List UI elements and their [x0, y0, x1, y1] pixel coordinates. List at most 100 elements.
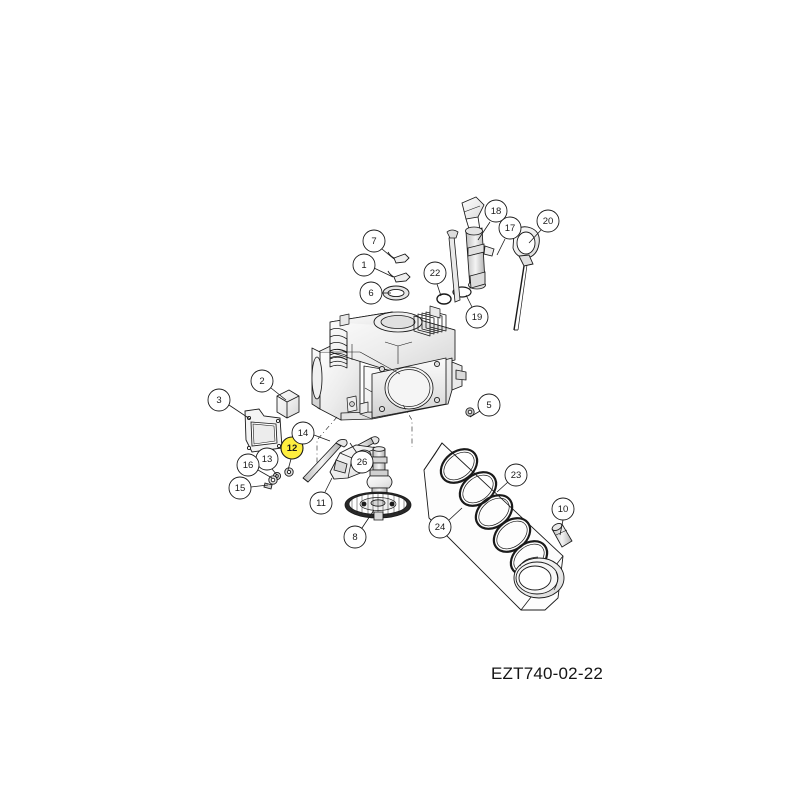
callout-leader-line [448, 507, 463, 521]
callout-number: 2 [259, 376, 264, 387]
callout-number: 15 [235, 483, 246, 494]
piston-rings-group [439, 448, 549, 576]
callout-20[interactable]: 20 [536, 209, 560, 233]
dipstick-tube-assembly [452, 196, 495, 298]
callout-leader-line [381, 248, 395, 260]
callout-leader-line [528, 229, 542, 244]
callout-leader-line [324, 477, 333, 493]
callout-bubble[interactable] [428, 515, 452, 539]
callout-15[interactable]: 15 [228, 476, 252, 500]
retainer-clip-upper [387, 251, 410, 264]
callout-bubble[interactable] [309, 491, 333, 515]
callout-number: 5 [486, 400, 491, 411]
wrist-pin [551, 522, 573, 548]
governor-rod [302, 439, 348, 483]
callout-leader-line [436, 283, 442, 297]
callout-17[interactable]: 17 [498, 216, 522, 240]
callout-bubble[interactable] [228, 476, 252, 500]
callout-26[interactable]: 26 [350, 450, 374, 474]
callout-bubble[interactable] [423, 261, 447, 285]
callout-bubble[interactable] [207, 388, 231, 412]
callout-bubble[interactable] [291, 421, 315, 445]
callout-11[interactable]: 11 [309, 491, 333, 515]
callout-bubble[interactable] [352, 253, 376, 277]
washer-16 [268, 475, 278, 485]
callout-leader-line [287, 458, 292, 471]
callout-leader-line [361, 509, 375, 529]
callout-10[interactable]: 10 [551, 497, 575, 521]
callout-number: 20 [543, 216, 554, 227]
callout-6[interactable]: 6 [359, 281, 383, 305]
callout-bubble[interactable] [362, 229, 386, 253]
callout-number: 26 [357, 457, 368, 468]
callout-number: 24 [435, 522, 446, 533]
callout-leader-line [313, 434, 331, 442]
callout-bubble[interactable] [484, 199, 508, 223]
callout-leader-line [477, 221, 491, 241]
callout-bubble[interactable] [236, 453, 260, 477]
callout-leader-line [465, 294, 473, 308]
oil-seal-ring [382, 285, 410, 301]
callout-leader-line [469, 410, 481, 418]
callout-leader-line [228, 404, 251, 420]
callout-leader-line [496, 238, 506, 256]
callout-number: 7 [371, 236, 376, 247]
callout-number: 18 [491, 206, 502, 217]
callout-number: 6 [368, 288, 373, 299]
callout-number: 22 [430, 268, 441, 279]
callout-leader-line [373, 267, 394, 278]
dipstick-long-rod [446, 229, 461, 303]
small-o-ring [436, 293, 452, 305]
callout-number: 8 [352, 532, 357, 543]
breather-block [276, 389, 300, 419]
callout-leader-line [559, 519, 564, 536]
callout-bubble[interactable] [498, 216, 522, 240]
callout-14[interactable]: 14 [291, 421, 315, 445]
callout-bubble[interactable] [536, 209, 560, 233]
flange-bolt [465, 407, 475, 417]
callout-bubble[interactable] [465, 305, 489, 329]
diagram-code-label: EZT740-02-22 [491, 664, 604, 683]
callout-number: 17 [505, 223, 516, 234]
callout-bubble[interactable] [359, 281, 383, 305]
callout-22[interactable]: 22 [423, 261, 447, 285]
callout-2[interactable]: 2 [250, 369, 274, 393]
callout-number: 14 [298, 428, 309, 439]
assembly-guide-line [316, 404, 413, 473]
engine-short-block [311, 305, 467, 421]
callout-leader-line [349, 442, 358, 454]
callout-leader-line [270, 387, 287, 401]
small-fasteners-group [263, 467, 294, 490]
callout-leader-line [271, 468, 278, 476]
callout-number: 11 [316, 498, 326, 509]
callout-3[interactable]: 3 [207, 388, 231, 412]
callout-number: 13 [262, 454, 273, 465]
retainer-clip-lower [387, 270, 411, 283]
callout-bubble[interactable] [350, 450, 374, 474]
callout-number: 12 [287, 443, 298, 454]
callout-bubble[interactable] [551, 497, 575, 521]
piston [513, 556, 565, 599]
callout-18[interactable]: 18 [484, 199, 508, 223]
callout-bubble[interactable] [250, 369, 274, 393]
callout-8[interactable]: 8 [343, 525, 367, 549]
callout-number: 3 [216, 395, 221, 406]
callout-number: 10 [558, 504, 569, 515]
callout-bubble[interactable] [343, 525, 367, 549]
callout-23[interactable]: 23 [504, 463, 528, 487]
valve-cover-gasket-plate [244, 408, 283, 453]
callout-leader-line [496, 481, 509, 493]
callout-number: 1 [361, 260, 366, 271]
oil-fill-cap-dipstick [512, 226, 540, 331]
callout-bubble[interactable] [504, 463, 528, 487]
callout-19[interactable]: 19 [465, 305, 489, 329]
callout-bubble[interactable] [477, 393, 501, 417]
callout-1[interactable]: 1 [352, 253, 376, 277]
callout-leader-line [257, 469, 273, 479]
callout-16[interactable]: 16 [236, 453, 260, 477]
callout-7[interactable]: 7 [362, 229, 386, 253]
callout-5[interactable]: 5 [477, 393, 501, 417]
callout-24[interactable]: 24 [428, 515, 452, 539]
